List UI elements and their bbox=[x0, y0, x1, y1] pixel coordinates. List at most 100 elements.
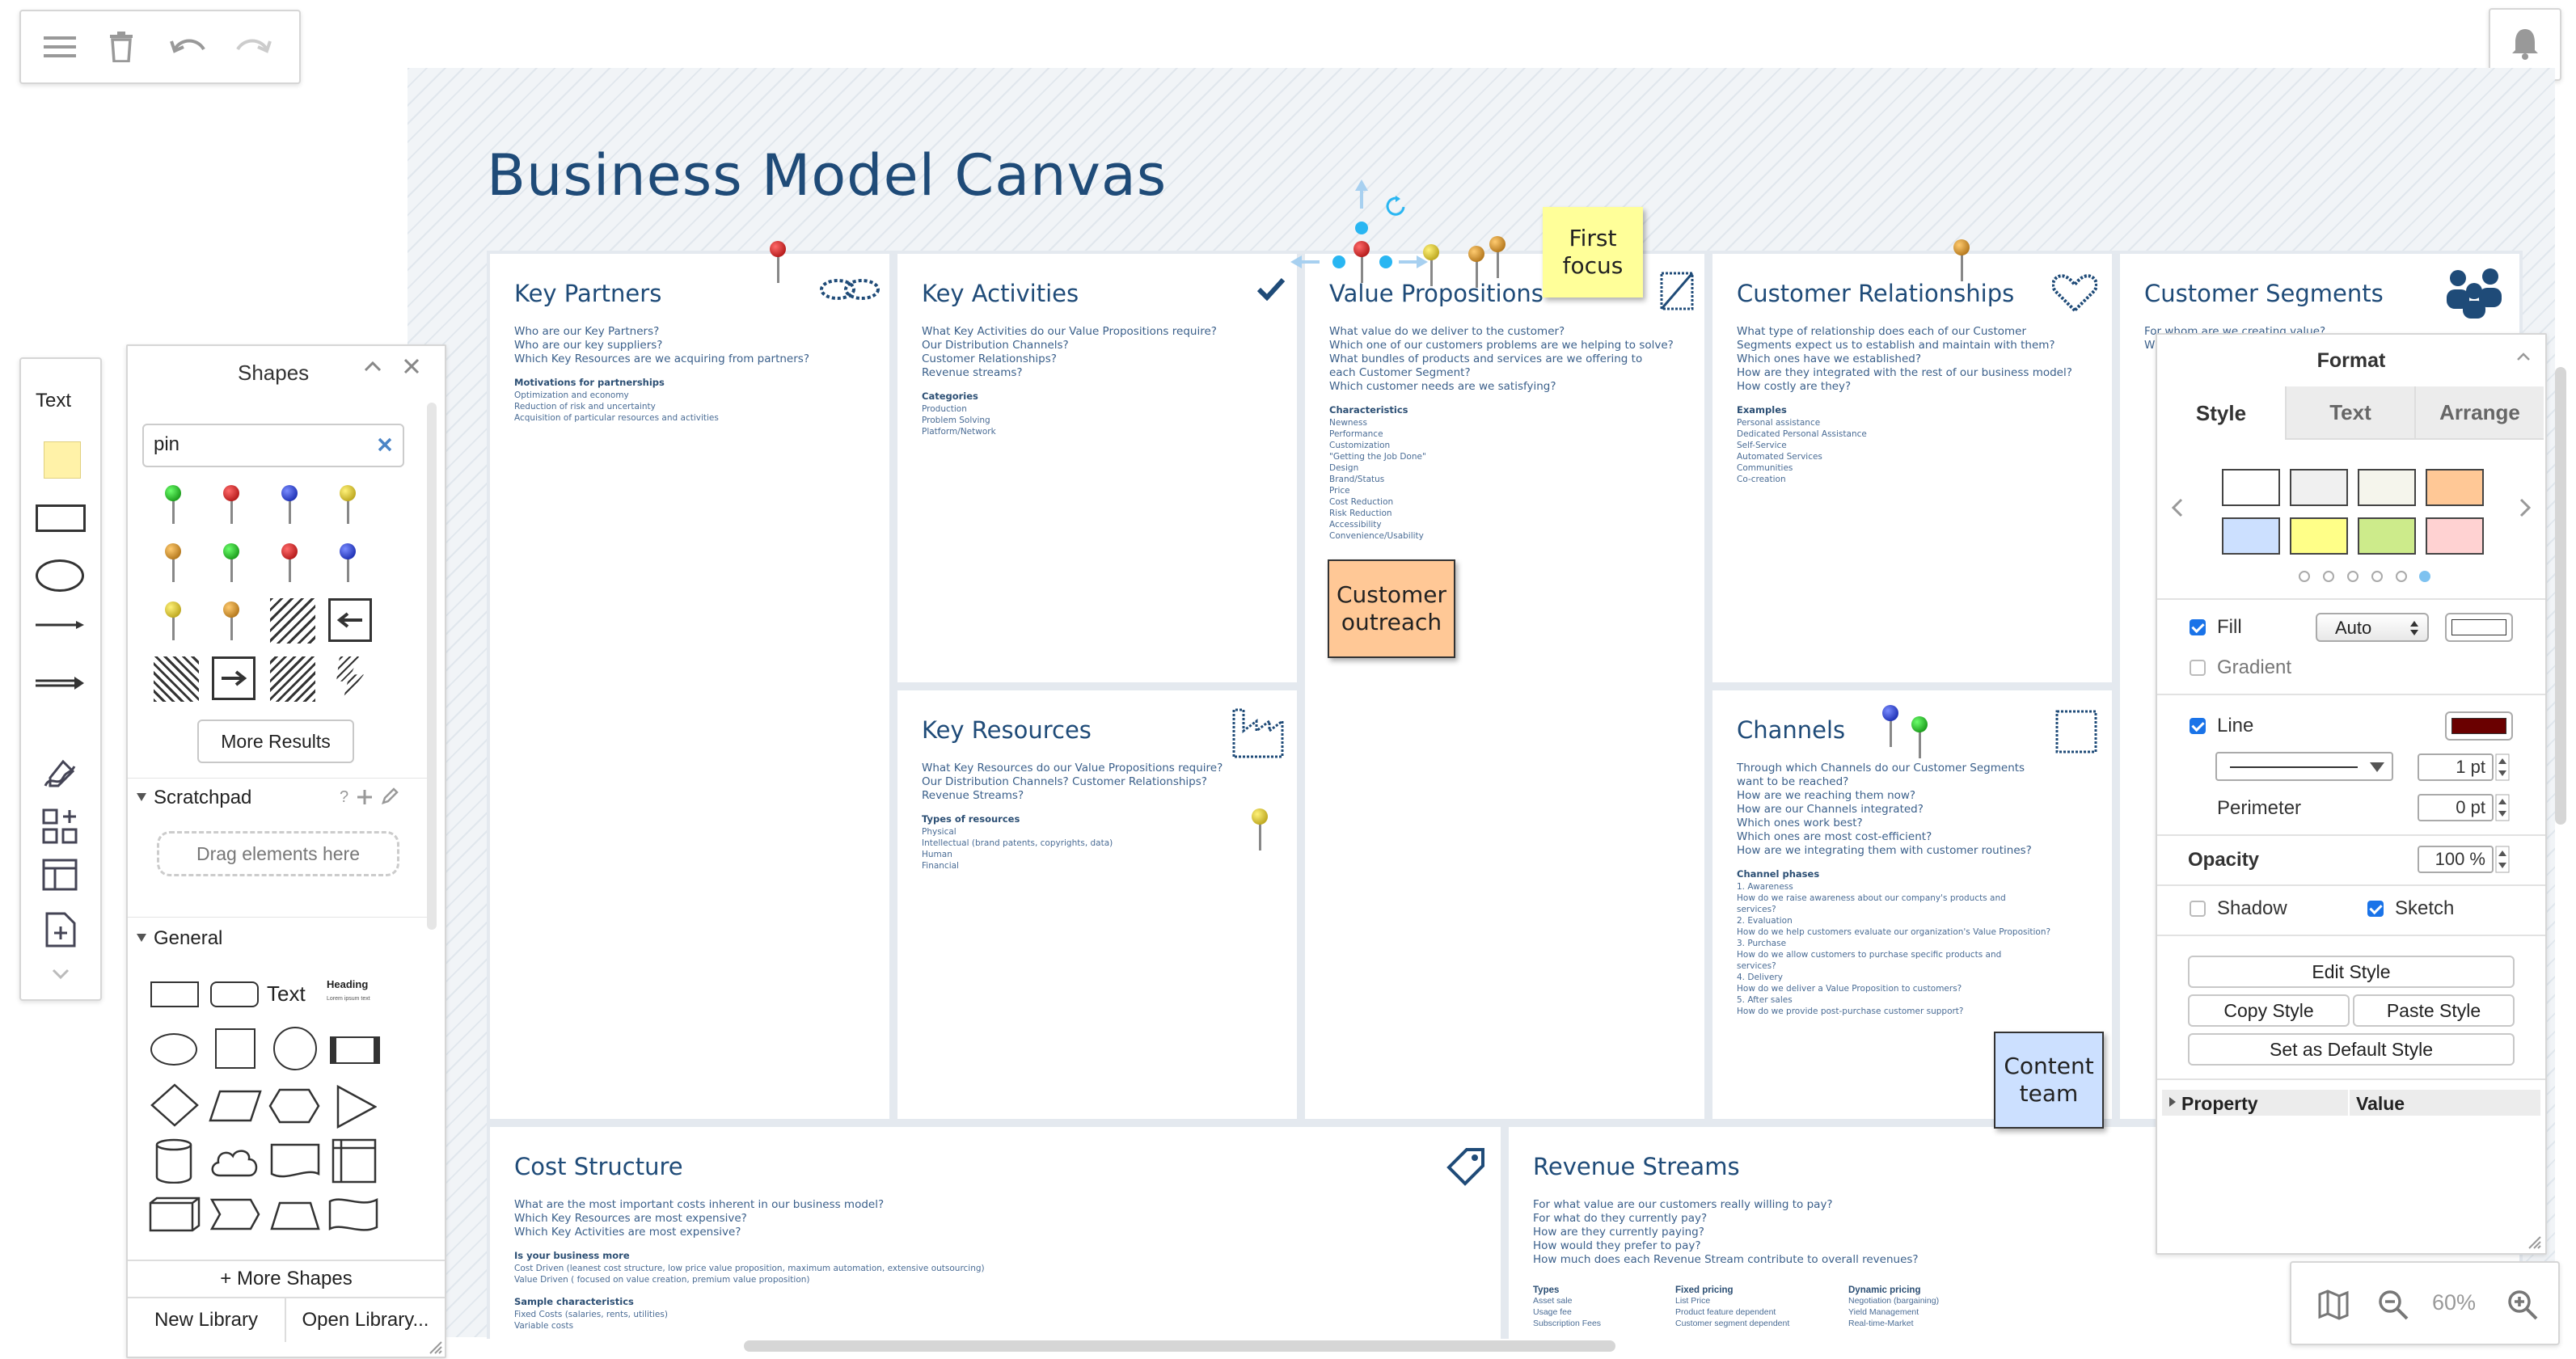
style-swatch[interactable] bbox=[2222, 517, 2280, 555]
opacity-input[interactable]: 100 % bbox=[2418, 846, 2494, 873]
cell-key-activities[interactable]: Key Activities What Key Activities do ou… bbox=[897, 254, 1297, 682]
line-color-button[interactable] bbox=[2445, 711, 2513, 741]
trapezoid-shape[interactable] bbox=[270, 1201, 320, 1232]
step-shape[interactable] bbox=[209, 1198, 260, 1232]
swatch-page-dots[interactable] bbox=[2298, 569, 2419, 588]
text-shape[interactable]: Text bbox=[267, 981, 306, 1006]
style-swatch[interactable] bbox=[2290, 517, 2348, 555]
style-swatch[interactable] bbox=[2222, 469, 2280, 506]
internal-storage-shape[interactable] bbox=[332, 1138, 377, 1188]
set-default-style-button[interactable]: Set as Default Style bbox=[2188, 1033, 2515, 1066]
rectangle-icon[interactable] bbox=[36, 504, 86, 532]
general-section[interactable]: General bbox=[128, 917, 427, 953]
tab-style[interactable]: Style bbox=[2157, 386, 2287, 440]
shadow-checkbox[interactable] bbox=[2190, 901, 2206, 917]
sticky-first-focus[interactable]: First focus bbox=[1543, 207, 1643, 298]
perimeter-stepper[interactable] bbox=[2495, 794, 2510, 825]
style-swatch[interactable] bbox=[2426, 469, 2484, 506]
arrow-icon[interactable] bbox=[36, 676, 86, 694]
triangle-shape[interactable] bbox=[336, 1084, 378, 1133]
horizontal-scrollbar[interactable] bbox=[744, 1340, 1615, 1352]
tab-arrange[interactable]: Arrange bbox=[2416, 386, 2544, 440]
diamond-shape[interactable] bbox=[150, 1083, 199, 1131]
cell-key-partners[interactable]: Key Partners Who are our Key Partners? W… bbox=[490, 254, 889, 1119]
menu-icon[interactable] bbox=[42, 29, 78, 65]
resize-grip-icon[interactable] bbox=[2526, 1234, 2542, 1254]
zoom-out-icon[interactable] bbox=[2375, 1287, 2411, 1323]
style-swatch[interactable] bbox=[2426, 517, 2484, 555]
rounded-rectangle-shape[interactable] bbox=[210, 981, 259, 1007]
freehand-icon[interactable] bbox=[42, 758, 78, 795]
map-icon[interactable] bbox=[2316, 1287, 2351, 1323]
fill-checkbox[interactable] bbox=[2190, 619, 2206, 635]
close-icon[interactable] bbox=[403, 357, 420, 379]
opacity-stepper[interactable] bbox=[2495, 846, 2510, 877]
chevron-down-icon[interactable] bbox=[52, 969, 70, 984]
undo-icon[interactable] bbox=[168, 29, 209, 65]
shape-search-input[interactable]: pin bbox=[154, 433, 180, 455]
cube-shape[interactable] bbox=[149, 1197, 201, 1232]
selection-handles[interactable] bbox=[1286, 175, 1431, 288]
line-width-stepper[interactable] bbox=[2495, 753, 2510, 785]
new-library-button[interactable]: New Library bbox=[128, 1297, 286, 1342]
perimeter-input[interactable]: 0 pt bbox=[2418, 794, 2494, 821]
style-swatch[interactable] bbox=[2358, 469, 2416, 506]
line-pattern-select[interactable] bbox=[2215, 752, 2393, 781]
parallelogram-shape[interactable] bbox=[209, 1090, 262, 1126]
scratchpad-dropzone[interactable]: Drag elements here bbox=[157, 831, 399, 876]
document-shape[interactable] bbox=[270, 1143, 320, 1184]
hatch-pattern-shape[interactable] bbox=[270, 656, 315, 702]
zoom-in-icon[interactable] bbox=[2505, 1287, 2540, 1323]
more-results-button[interactable]: More Results bbox=[197, 720, 354, 763]
swatch-page-dot-active[interactable] bbox=[2419, 571, 2430, 582]
arrow-left-shape[interactable] bbox=[328, 598, 372, 642]
cell-customer-relationships[interactable]: Customer Relationships What type of rela… bbox=[1712, 254, 2112, 682]
heading-shape[interactable]: Heading bbox=[327, 978, 369, 990]
shapes-scrollbar[interactable] bbox=[427, 403, 437, 930]
chevron-right-icon[interactable] bbox=[2519, 498, 2532, 521]
square-shape[interactable] bbox=[215, 1028, 255, 1069]
more-shapes-button[interactable]: + More Shapes bbox=[128, 1260, 445, 1297]
cell-channels[interactable]: Channels Through which Channels do our C… bbox=[1712, 690, 2112, 1119]
vertical-scrollbar[interactable] bbox=[2555, 367, 2566, 825]
style-swatch[interactable] bbox=[2290, 469, 2348, 506]
help-icon[interactable]: ? bbox=[340, 788, 349, 806]
clear-search-icon[interactable] bbox=[377, 437, 393, 457]
collapse-icon[interactable] bbox=[364, 361, 382, 376]
rectangle-shape[interactable] bbox=[150, 981, 199, 1007]
gradient-checkbox[interactable] bbox=[2190, 660, 2206, 676]
hatch-lightning-shape[interactable] bbox=[336, 656, 364, 702]
tab-text[interactable]: Text bbox=[2287, 386, 2416, 440]
cylinder-shape[interactable] bbox=[155, 1138, 192, 1188]
copy-style-button[interactable]: Copy Style bbox=[2188, 994, 2350, 1027]
tape-shape[interactable] bbox=[328, 1197, 378, 1232]
line-width-input[interactable]: 1 pt bbox=[2418, 753, 2494, 781]
sketch-checkbox[interactable] bbox=[2367, 901, 2384, 917]
sticky-note-icon[interactable] bbox=[44, 441, 81, 479]
line-icon[interactable] bbox=[36, 619, 86, 635]
trash-icon[interactable] bbox=[103, 29, 139, 65]
ellipse-shape[interactable] bbox=[150, 1033, 197, 1066]
cell-cost-structure[interactable]: Cost Structure What are the most importa… bbox=[490, 1127, 1501, 1339]
paste-style-button[interactable]: Paste Style bbox=[2353, 994, 2515, 1027]
cell-value-propositions[interactable]: Value Propositions What value do we deli… bbox=[1305, 254, 1704, 1119]
scratchpad-section[interactable]: Scratchpad ? bbox=[128, 778, 427, 814]
circle-shape[interactable] bbox=[273, 1027, 317, 1070]
cell-key-resources[interactable]: Key Resources What Key Resources do our … bbox=[897, 690, 1297, 1119]
fill-mode-select[interactable]: Auto bbox=[2316, 613, 2429, 642]
chevron-left-icon[interactable] bbox=[2171, 498, 2183, 521]
add-icon[interactable] bbox=[356, 788, 374, 810]
text-tool[interactable]: Text bbox=[36, 390, 72, 411]
open-library-button[interactable]: Open Library... bbox=[286, 1297, 445, 1342]
hatch-pattern-shape[interactable] bbox=[154, 656, 199, 702]
resize-grip-icon[interactable] bbox=[427, 1339, 443, 1359]
expand-icon[interactable] bbox=[2168, 1096, 2177, 1112]
shape-search-box[interactable]: pin bbox=[142, 424, 404, 467]
edit-icon[interactable] bbox=[380, 787, 399, 810]
collapse-icon[interactable] bbox=[2516, 351, 2531, 365]
table-icon[interactable] bbox=[42, 859, 78, 895]
cloud-shape[interactable] bbox=[209, 1145, 260, 1183]
style-swatch[interactable] bbox=[2358, 517, 2416, 555]
arrow-right-shape[interactable] bbox=[212, 656, 255, 700]
zoom-level[interactable]: 60% bbox=[2432, 1290, 2477, 1315]
